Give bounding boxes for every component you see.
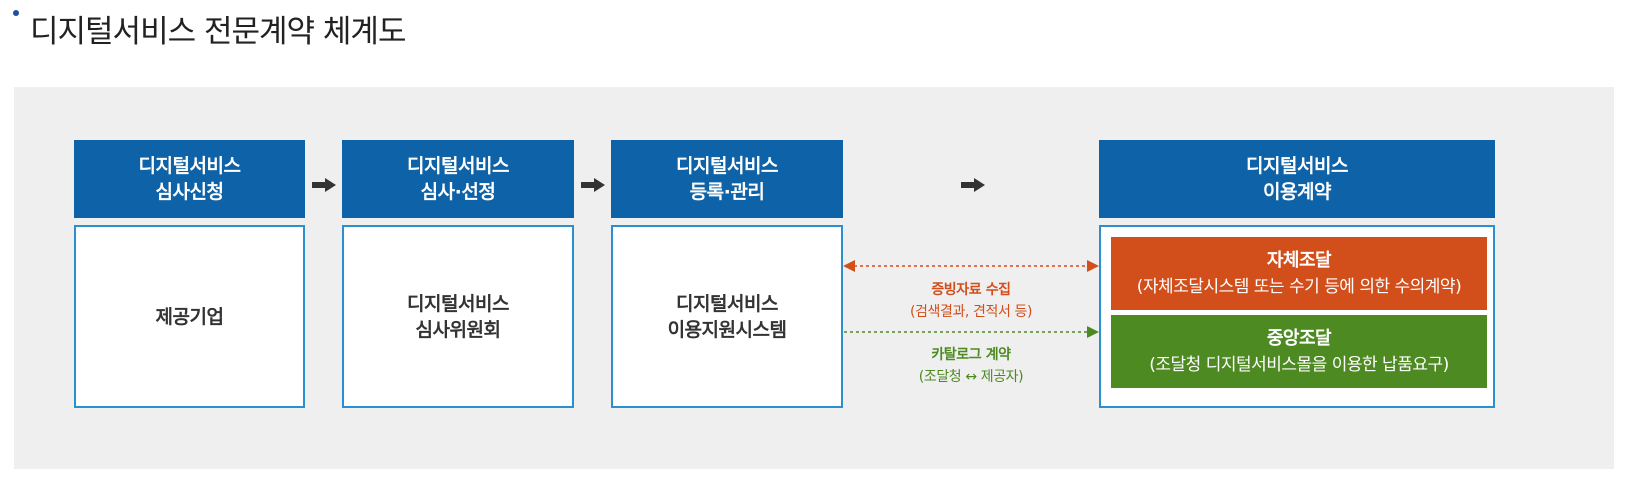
stage-header-line2: 심사·선정 xyxy=(420,181,496,203)
procurement-title: 중앙조달 xyxy=(1266,327,1332,349)
stage-body-line2: 이용지원시스템 xyxy=(667,318,787,341)
stage-header: 디지털서비스 심사신청 xyxy=(74,140,305,218)
diagram-panel: 디지털서비스 심사신청 제공기업 디지털서비스 심사·선정 디지털서비스 심사위… xyxy=(14,87,1614,469)
evidence-flow-label: 증빙자료 수집 (검색결과, 견적서 등) xyxy=(851,279,1091,323)
stage-header-line1: 디지털서비스 xyxy=(676,155,778,177)
catalog-flow-label: 카탈로그 계약 (조달청 ↔ 제공자) xyxy=(851,344,1091,388)
stage-apply: 디지털서비스 심사신청 제공기업 xyxy=(74,140,305,408)
stage-header-line1: 디지털서비스 xyxy=(407,155,509,177)
stage-review: 디지털서비스 심사·선정 디지털서비스 심사위원회 xyxy=(342,140,574,408)
procurement-title: 자체조달 xyxy=(1266,249,1332,271)
title-bullet-icon xyxy=(13,10,19,16)
arrow-left-icon xyxy=(843,260,855,272)
arrow-right-icon xyxy=(581,178,605,192)
stage-body-line1: 제공기업 xyxy=(155,305,224,328)
central-procurement-box: 중앙조달 (조달청 디지털서비스몰을 이용한 납품요구) xyxy=(1111,315,1487,388)
stage-body-line2: 심사위원회 xyxy=(415,318,501,341)
flow-lines xyxy=(843,260,1099,338)
stage-header-line2: 등록·관리 xyxy=(689,181,765,203)
stage-header-line1: 디지털서비스 xyxy=(1246,155,1348,177)
stage-body: 제공기업 xyxy=(74,225,305,408)
arrow-right-icon xyxy=(961,178,985,192)
stage-body: 디지털서비스 이용지원시스템 xyxy=(611,225,843,408)
stage-body: 디지털서비스 심사위원회 xyxy=(342,225,574,408)
stage-register: 디지털서비스 등록·관리 디지털서비스 이용지원시스템 xyxy=(611,140,843,408)
stage-header: 디지털서비스 심사·선정 xyxy=(342,140,574,218)
stage-header-line1: 디지털서비스 xyxy=(138,155,241,177)
page-title: 디지털서비스 전문계약 체계도 xyxy=(30,14,406,50)
procurement-desc: (조달청 디지털서비스몰을 이용한 납품요구) xyxy=(1149,354,1449,375)
stage-header: 디지털서비스 등록·관리 xyxy=(611,140,843,218)
procurement-desc: (자체조달시스템 또는 수기 등에 의한 수의계약) xyxy=(1136,276,1462,297)
flow-label-line1: 카탈로그 계약 xyxy=(931,347,1011,363)
stage-header-line2: 심사신청 xyxy=(155,181,224,203)
stage-body-line1: 디지털서비스 xyxy=(676,292,778,315)
flow-label-line1: 증빙자료 수집 xyxy=(931,282,1011,298)
flow-label-line2: (검색결과, 견적서 등) xyxy=(909,304,1033,320)
flow-label-line2: (조달청 ↔ 제공자) xyxy=(918,369,1024,385)
arrow-right-icon xyxy=(312,178,336,192)
self-procurement-box: 자체조달 (자체조달시스템 또는 수기 등에 의한 수의계약) xyxy=(1111,237,1487,310)
stage-header-line2: 이용계약 xyxy=(1263,181,1331,203)
stage-header: 디지털서비스 이용계약 xyxy=(1099,140,1495,218)
arrow-right-icon xyxy=(1087,326,1099,338)
stage-contract: 디지털서비스 이용계약 자체조달 (자체조달시스템 또는 수기 등에 의한 수의… xyxy=(1099,140,1495,408)
stage-body-line1: 디지털서비스 xyxy=(407,292,509,315)
arrow-right-icon xyxy=(1087,260,1099,272)
